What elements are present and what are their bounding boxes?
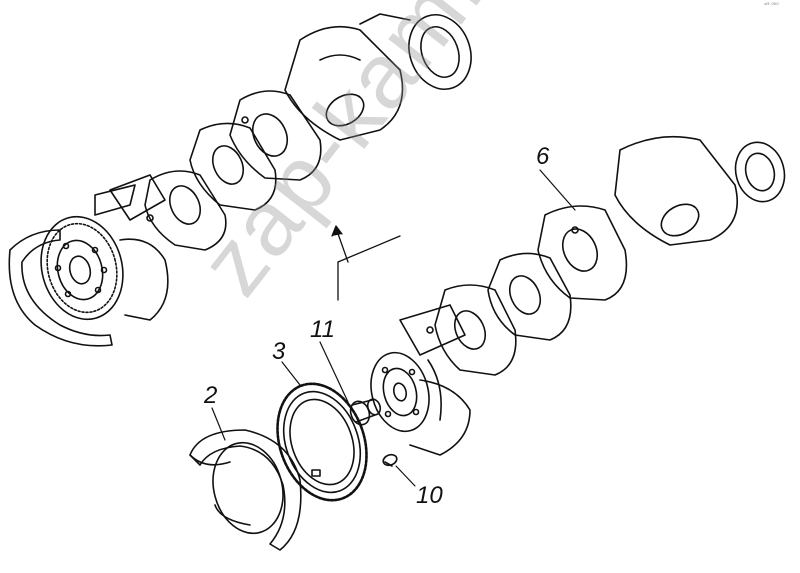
part-10-key — [382, 453, 398, 467]
part-3-ring-gear — [276, 382, 368, 502]
callout-10: 10 — [416, 482, 443, 509]
assembly-arrow — [331, 225, 401, 301]
callout-3: 3 — [272, 338, 286, 365]
leader-lines — [211, 169, 576, 487]
callout-6: 6 — [536, 143, 550, 170]
part-2-thrust-ring — [189, 429, 302, 551]
crankshaft-upper — [8, 13, 472, 347]
part-11-pin — [349, 398, 382, 426]
crankshaft-lower — [370, 135, 786, 456]
corner-mark: ˢᴹ ⁰⁰⁰ — [764, 2, 779, 9]
callout-11: 11 — [310, 316, 335, 343]
callout-2: 2 — [204, 382, 218, 409]
